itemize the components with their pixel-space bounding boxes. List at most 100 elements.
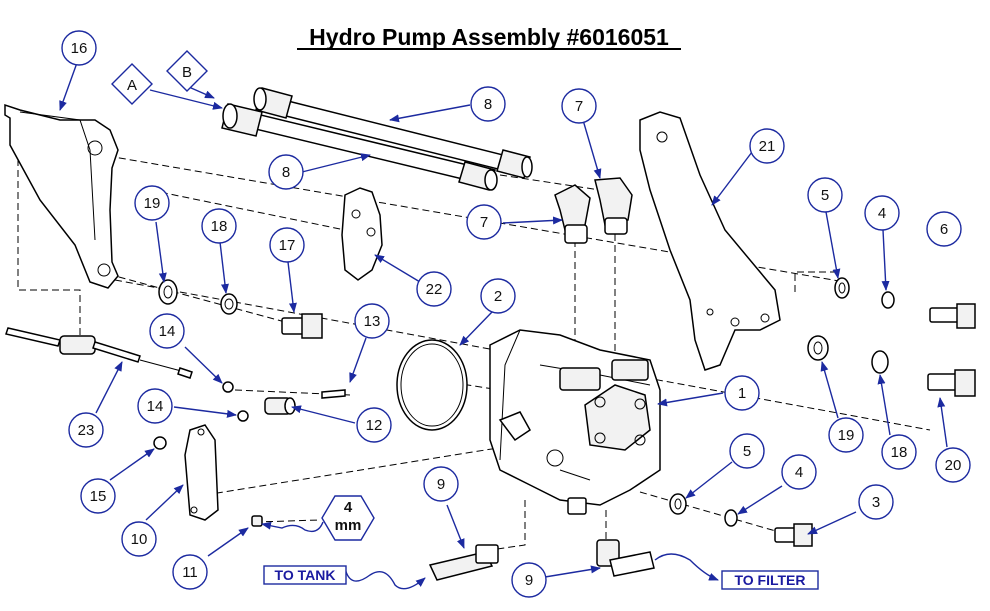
callout-bubble: 5: [807, 177, 843, 213]
callout-bubble: 5: [729, 433, 765, 469]
tank-leader: [344, 567, 426, 590]
callout-bubble: 20: [935, 447, 971, 483]
washer-18-right: [871, 350, 889, 374]
callout-bubble: 8: [470, 86, 506, 122]
pump-body: [489, 329, 661, 515]
hose-lower: [221, 103, 498, 191]
callout-number: 7: [575, 98, 583, 115]
callout-bubble: 15: [80, 478, 116, 514]
callout-number: 3: [872, 494, 880, 511]
callout-bubble: 19: [828, 417, 864, 453]
callout-bubble: 9: [423, 466, 459, 502]
callout-number: 14: [159, 323, 176, 340]
callout-bubble: 4: [864, 195, 900, 231]
washer-5-top: [834, 277, 850, 299]
washer-4-top: [881, 291, 895, 309]
callout-bubble: 1: [724, 375, 760, 411]
callout-number: 2: [494, 288, 502, 305]
callout-number: 18: [891, 444, 908, 461]
callout-number: 5: [743, 443, 751, 460]
bolt-17: [281, 313, 323, 339]
diamond-a: A: [111, 63, 153, 105]
callout-number: 9: [525, 572, 533, 589]
filter-leader: [654, 553, 719, 581]
plate-22: [341, 187, 383, 281]
callout-number: 20: [945, 457, 962, 474]
callout-bubble: 18: [201, 208, 237, 244]
o-ring-2: [396, 339, 468, 431]
callout-number: 13: [364, 313, 381, 330]
callout-bubble: 22: [416, 271, 452, 307]
fitting-9-right: [596, 539, 655, 577]
callout-bubble: 4: [781, 454, 817, 490]
to-tank-tag: TO TANK: [263, 565, 347, 585]
washer-18-left: [220, 293, 238, 315]
cable-23: [5, 327, 193, 379]
washer-5-bottom: [669, 493, 687, 515]
callout-bubble: 2: [480, 278, 516, 314]
washer-19-right: [807, 335, 829, 361]
fitting-7-right: [594, 177, 633, 235]
diamond-a-label: A: [127, 77, 137, 94]
setscrew-11: [251, 515, 263, 527]
diamond-b: B: [166, 50, 208, 92]
spacer-12: [264, 397, 296, 415]
callout-bubble: 6: [926, 211, 962, 247]
callout-bubble: 7: [561, 88, 597, 124]
callout-number: 23: [78, 422, 95, 439]
callout-bubble: 12: [356, 407, 392, 443]
callout-bubble: 21: [749, 128, 785, 164]
callout-number: 16: [71, 40, 88, 57]
callout-number: 22: [426, 281, 443, 298]
callout-number: 14: [147, 398, 164, 415]
callout-bubble: 10: [121, 521, 157, 557]
lever-10: [184, 424, 219, 521]
callout-bubble: 14: [149, 313, 185, 349]
to-filter-tag: TO FILTER: [721, 570, 819, 590]
callout-number: 17: [279, 237, 296, 254]
callout-bubble: 23: [68, 412, 104, 448]
fitting-7-left: [554, 184, 591, 244]
callout-number: 9: [437, 476, 445, 493]
hex-4mm: 4 mm: [321, 495, 375, 541]
callout-bubble: 9: [511, 562, 547, 598]
callout-number: 6: [940, 221, 948, 238]
callout-bubble: 18: [881, 434, 917, 470]
callout-bubble: 7: [466, 204, 502, 240]
callout-number: 4: [795, 464, 803, 481]
callout-number: 18: [211, 218, 228, 235]
washer-19-left: [158, 279, 178, 305]
callout-bubble: 13: [354, 303, 390, 339]
nut-14-top: [222, 381, 234, 393]
fitting-9-left: [428, 544, 499, 581]
setscrew-leader: [261, 521, 324, 533]
callout-number: 10: [131, 531, 148, 548]
screw-13: [321, 389, 346, 399]
callout-number: 1: [738, 385, 746, 402]
callout-bubble: 17: [269, 227, 305, 263]
callout-number: 8: [484, 96, 492, 113]
diagram-title: Hydro Pump Assembly #6016051: [309, 24, 669, 50]
callout-bubble: 11: [172, 554, 208, 590]
nut-15: [153, 436, 167, 450]
diamond-b-label: B: [182, 64, 192, 81]
callout-number: 15: [90, 488, 107, 505]
callout-bubble: 16: [61, 30, 97, 66]
to-filter-label: TO FILTER: [734, 572, 805, 588]
callout-number: 19: [838, 427, 855, 444]
callout-bubble: 3: [858, 484, 894, 520]
hex-unit: mm: [335, 517, 362, 534]
bolt-6: [929, 303, 976, 329]
callout-number: 12: [366, 417, 383, 434]
washer-4-bottom: [724, 509, 738, 527]
callout-number: 5: [821, 187, 829, 204]
callout-bubble: 19: [134, 185, 170, 221]
to-tank-label: TO TANK: [275, 567, 336, 583]
bolt-20: [927, 369, 976, 397]
nut-14-bottom: [237, 410, 249, 422]
callout-bubble: 8: [268, 154, 304, 190]
callout-number: 19: [144, 195, 161, 212]
callout-number: 7: [480, 214, 488, 231]
